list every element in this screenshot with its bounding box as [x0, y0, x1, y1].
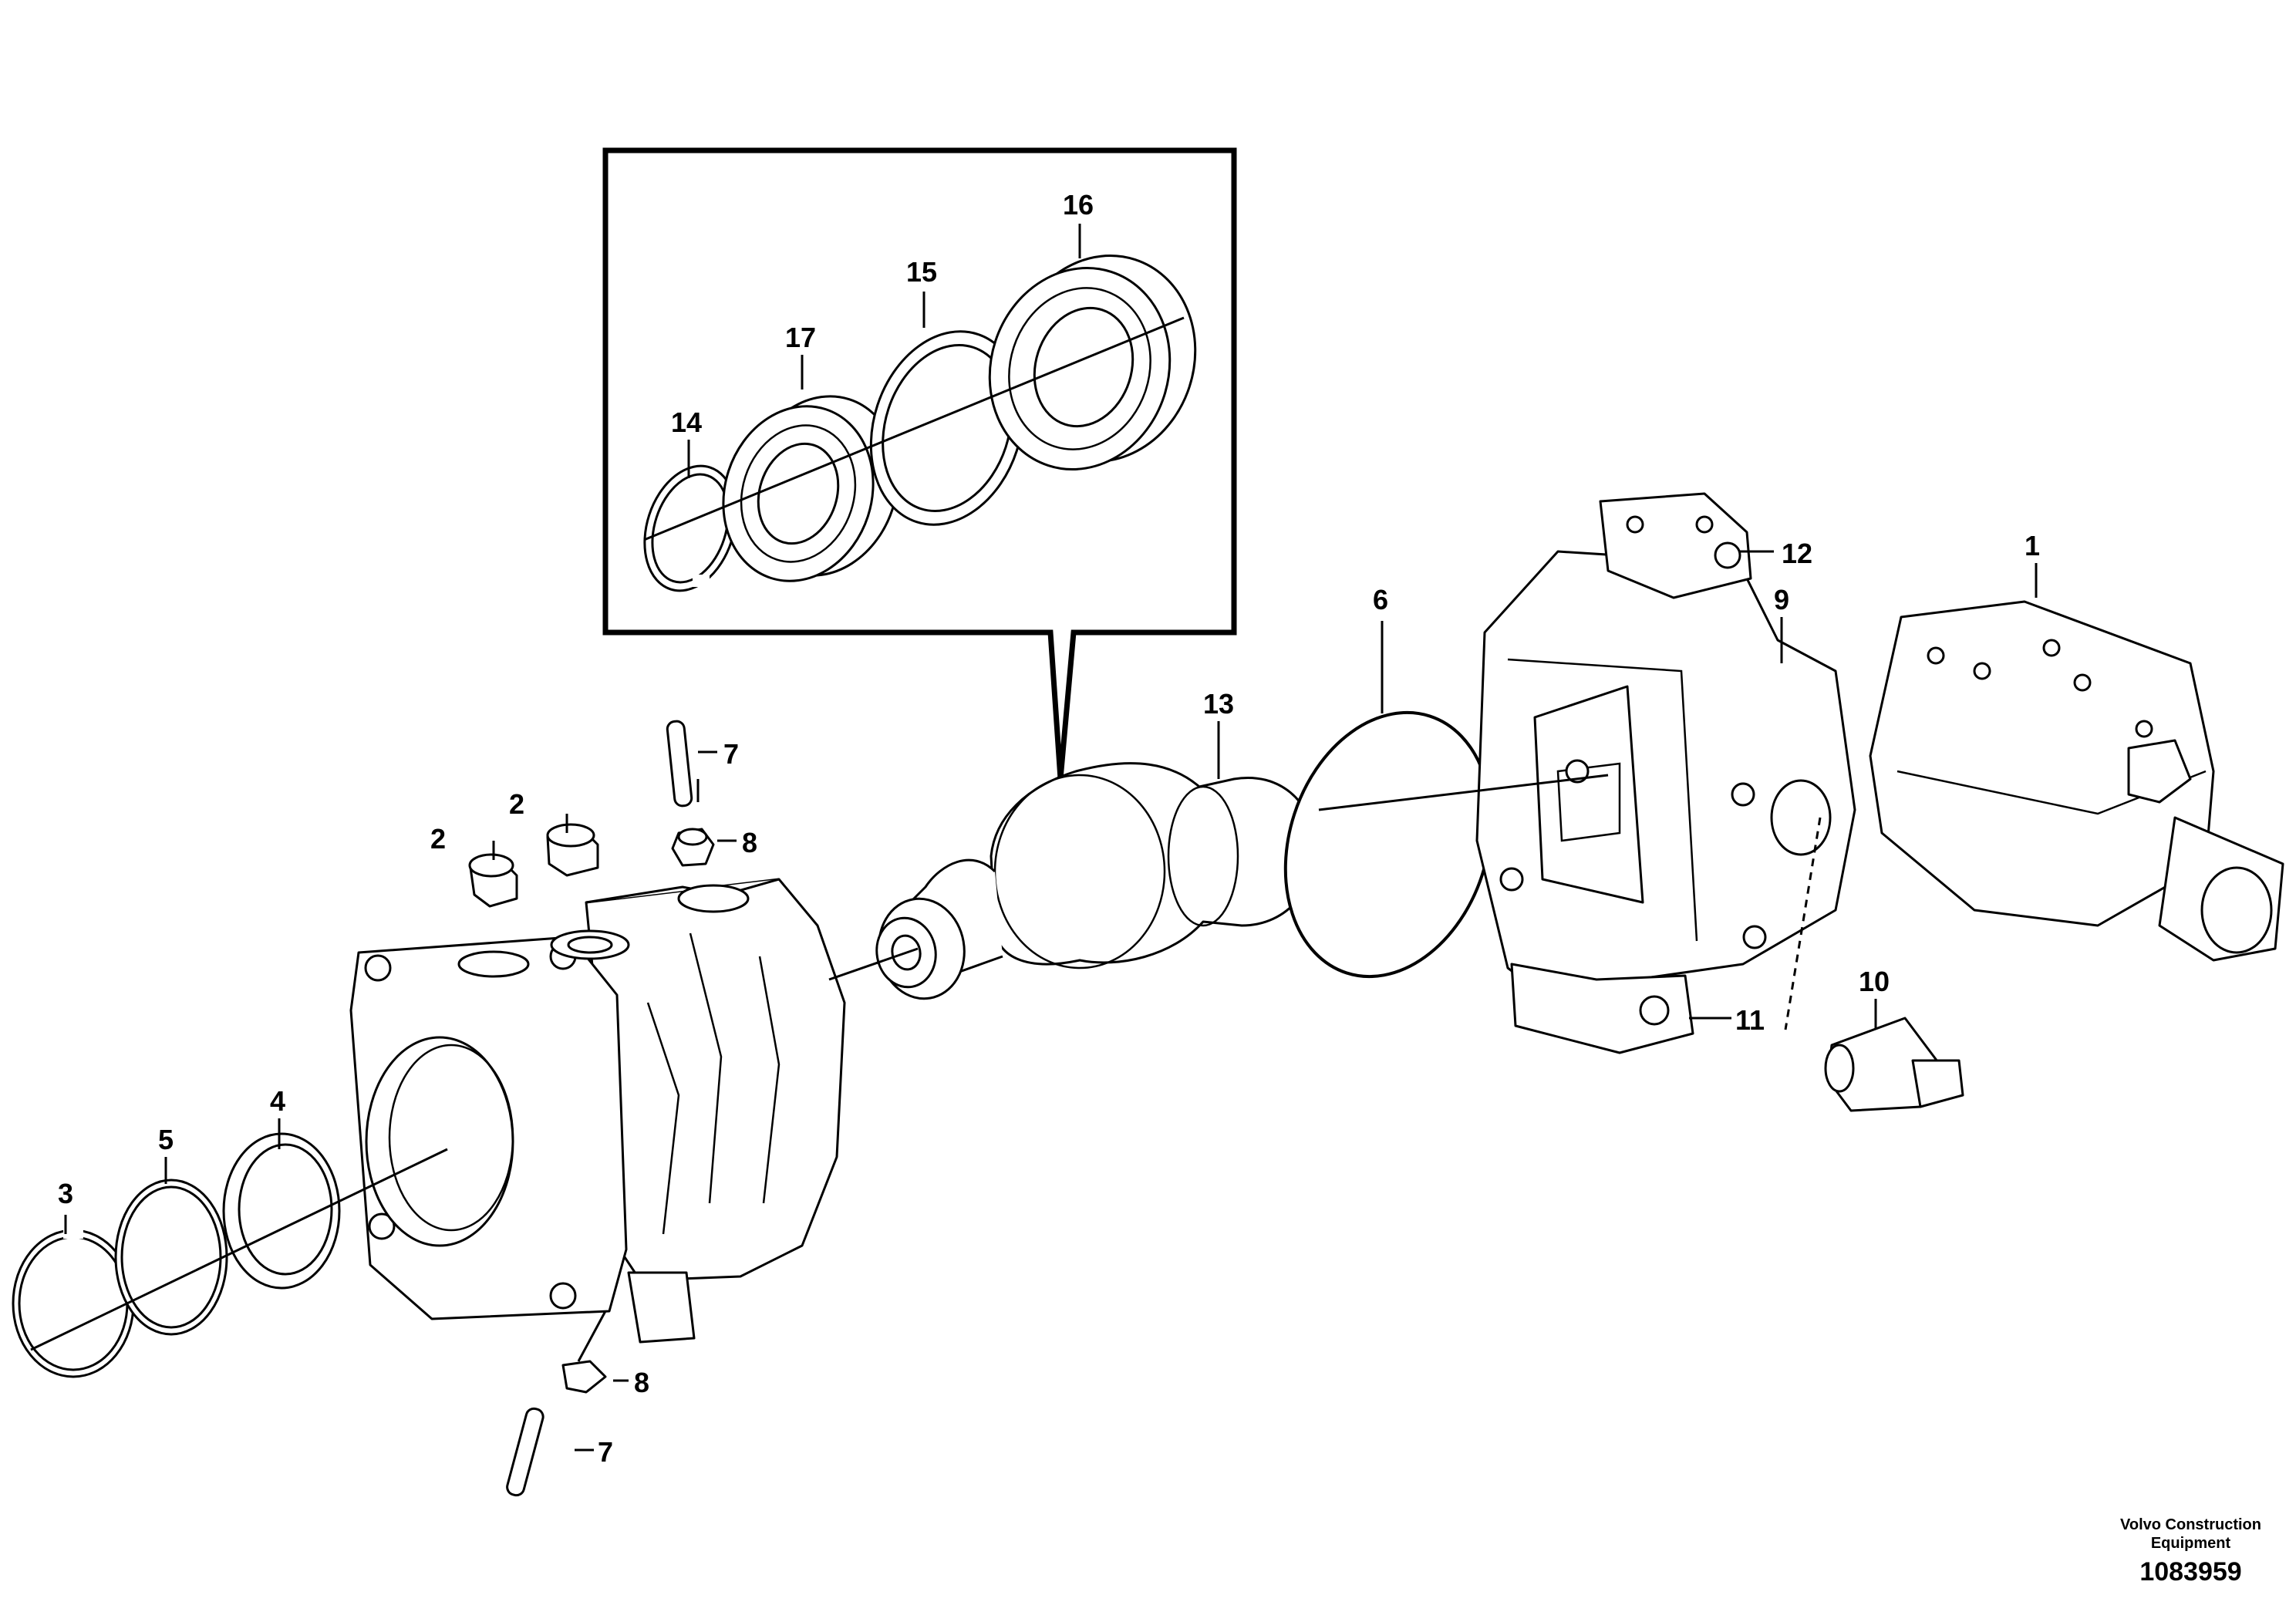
- callout-8b: 8: [634, 1367, 649, 1398]
- part-pump-housing: [349, 878, 846, 1344]
- callout-8a: 8: [742, 827, 757, 858]
- callout-2b: 2: [509, 788, 524, 820]
- callout-12: 12: [1782, 538, 1812, 569]
- callout-6: 6: [1373, 584, 1388, 615]
- part-bushing-8a: [671, 828, 715, 867]
- part-retaining-ring-14: [643, 464, 737, 592]
- callout-9: 9: [1774, 584, 1789, 615]
- callout-5: 5: [158, 1124, 174, 1155]
- callout-15: 15: [906, 256, 937, 288]
- part-ring-5: [114, 1179, 228, 1336]
- part-shim-ring-15: [869, 330, 1025, 526]
- callout-7a: 7: [723, 738, 739, 770]
- callout-2a: 2: [430, 823, 446, 855]
- part-pressure-sensor-10: [1824, 1017, 1964, 1112]
- callout-10: 10: [1859, 966, 1890, 997]
- drawing-number: 1083959: [2139, 1557, 2242, 1587]
- callout-13: 13: [1203, 688, 1234, 720]
- part-dowel-pin-7a: [666, 720, 693, 808]
- company-name-line2: Equipment: [2150, 1535, 2231, 1552]
- callout-1: 1: [2025, 530, 2040, 561]
- part-port-plate-9: [1475, 492, 1856, 1054]
- part-valve-block-11: [1510, 963, 1694, 1054]
- callout-4: 4: [270, 1085, 285, 1117]
- callout-11: 11: [1735, 1004, 1765, 1036]
- part-snap-ring-3: [12, 1226, 135, 1378]
- part-o-ring-6: [1283, 710, 1493, 979]
- callout-14: 14: [671, 406, 702, 438]
- part-roller-bearing-17: [722, 395, 899, 582]
- detail-inset-callout: [602, 147, 1237, 780]
- callout-3: 3: [58, 1178, 73, 1209]
- part-plug-2a: [468, 853, 518, 908]
- part-bushing-8b: [561, 1360, 607, 1394]
- company-name-line1: Volvo Construction: [2120, 1516, 2261, 1533]
- callout-16: 16: [1063, 189, 1094, 221]
- part-control-valve-1: [1869, 600, 2284, 962]
- part-dowel-pin-7b: [506, 1407, 544, 1497]
- callout-17: 17: [785, 322, 816, 353]
- part-rotary-group-13: [875, 762, 1332, 1000]
- drawing-footer: Volvo Construction Equipment 1083959: [2120, 1516, 2261, 1587]
- part-roller-bearing-16: [988, 255, 1197, 470]
- part-seal-4: [222, 1132, 341, 1290]
- callout-7b: 7: [598, 1436, 613, 1468]
- part-plug-2b: [546, 823, 599, 877]
